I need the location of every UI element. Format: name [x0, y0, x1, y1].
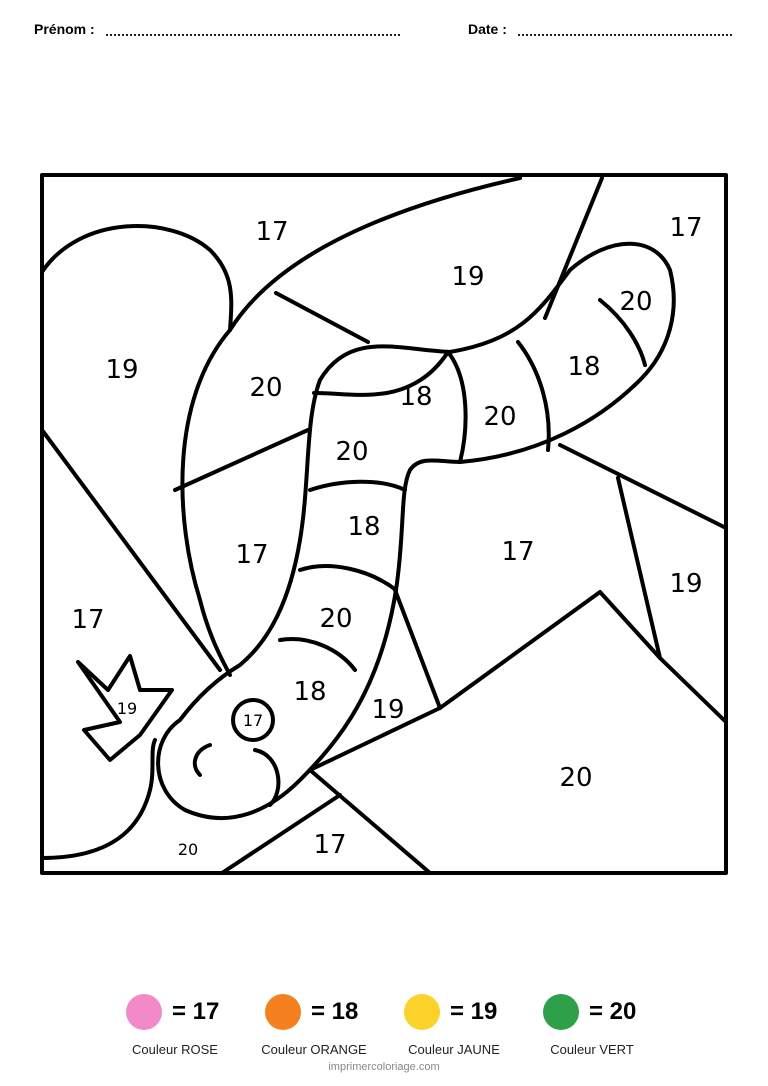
- bottom-left-curve: [40, 738, 157, 860]
- legend-caption: Couleur ORANGE: [261, 1042, 367, 1057]
- worm-seg-line: [278, 637, 357, 672]
- region-number: 19: [105, 355, 138, 385]
- region-number: 19: [451, 262, 484, 292]
- region-number: 20: [335, 437, 368, 467]
- region-number: 20: [319, 604, 352, 634]
- center-lines: [308, 588, 442, 772]
- band-line-top: [274, 291, 370, 344]
- worm-seg-line: [446, 350, 468, 464]
- region-number: 17: [255, 217, 288, 247]
- right-line-mid: [616, 476, 728, 724]
- bottom-left-diagonal: [220, 793, 342, 875]
- right-line-top: [558, 443, 728, 530]
- legend-item-rose: = 17: [126, 994, 219, 1030]
- worm-seg-line: [308, 479, 407, 492]
- region-number: 20: [178, 840, 198, 859]
- left-diagonal: [40, 428, 222, 672]
- region-number: 20: [483, 402, 516, 432]
- legend-value: = 18: [311, 998, 359, 1025]
- green-swatch: [543, 994, 579, 1030]
- region-number: 19: [117, 699, 137, 718]
- worm-cheek: [253, 748, 281, 807]
- region-number: 18: [567, 352, 600, 382]
- legend-caption: Couleur ROSE: [132, 1042, 218, 1057]
- legend-value: = 20: [589, 998, 637, 1025]
- crown-outline: [76, 654, 174, 762]
- worm-seg-line: [598, 298, 647, 367]
- first-name-line[interactable]: [106, 34, 400, 36]
- legend-value: = 19: [450, 998, 498, 1025]
- region-number: 19: [371, 695, 404, 725]
- worm-seg-line: [298, 564, 398, 592]
- bottom-diagonal: [308, 768, 432, 875]
- region-number: 18: [347, 512, 380, 542]
- region-number: 19: [669, 569, 702, 599]
- legend-value: = 17: [172, 998, 220, 1025]
- region-number: 17: [669, 213, 702, 243]
- region-number: 20: [249, 373, 282, 403]
- picture-frame: [40, 173, 728, 875]
- date-line[interactable]: [518, 34, 732, 36]
- pink-swatch: [126, 994, 162, 1030]
- worm-mouth: [192, 743, 212, 777]
- first-name-label: Prénom :: [34, 21, 95, 37]
- worm-seg-line: [312, 350, 450, 397]
- region-number: 17: [501, 537, 534, 567]
- band-line-bottom: [173, 428, 310, 492]
- site-footer: imprimercoloriage.com: [328, 1061, 440, 1073]
- legend-item-green: = 20: [543, 994, 636, 1030]
- region-number: 17: [313, 830, 346, 860]
- region-number: 17: [235, 540, 268, 570]
- region-number: 20: [619, 287, 652, 317]
- legend-item-yellow: = 19: [404, 994, 497, 1030]
- top-right-line: [543, 176, 604, 320]
- region-number: 18: [399, 382, 432, 412]
- region-number: 20: [559, 763, 592, 793]
- legend-caption: Couleur JAUNE: [408, 1042, 500, 1057]
- legend-item-orange: = 18: [265, 994, 358, 1030]
- yellow-swatch: [404, 994, 440, 1030]
- worm-seg-line: [516, 340, 551, 452]
- region-number: 17: [243, 711, 263, 730]
- legend-caption: Couleur VERT: [550, 1042, 634, 1057]
- date-label: Date :: [468, 21, 507, 37]
- background-curve: [180, 176, 522, 677]
- hill-outline: [40, 224, 234, 332]
- region-number: 17: [71, 605, 104, 635]
- orange-swatch: [265, 994, 301, 1030]
- region-number: 18: [293, 677, 326, 707]
- worm-outline: [156, 241, 676, 820]
- mountain-line: [438, 590, 662, 710]
- worm-eye: [231, 698, 275, 742]
